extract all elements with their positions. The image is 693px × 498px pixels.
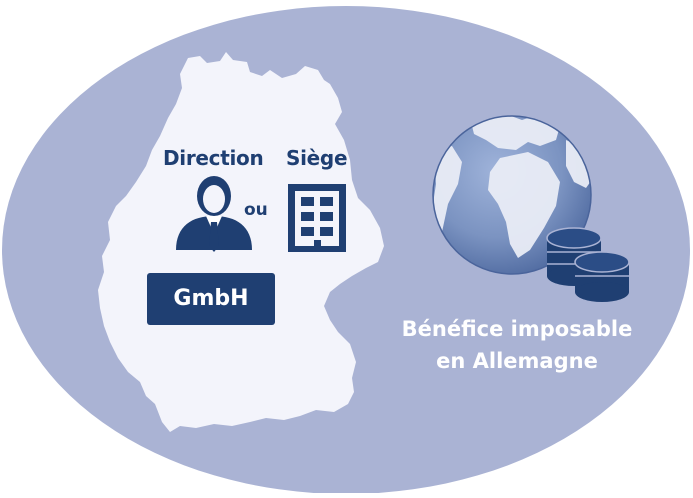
- gmbh-label: GmbH: [173, 286, 249, 311]
- direction-label: Direction: [163, 146, 264, 170]
- taxable-profit-label: Bénéfice imposable en Allemagne: [367, 313, 667, 377]
- ou-label: ou: [244, 200, 268, 220]
- taxable-profit-line-1: Bénéfice imposable: [401, 317, 633, 341]
- gmbh-badge: GmbH: [147, 273, 275, 325]
- siege-label: Siège: [286, 146, 348, 170]
- office-building-icon: [288, 184, 346, 252]
- taxable-profit-line-2: en Allemagne: [436, 349, 598, 373]
- coin-stack-icon: [546, 227, 630, 302]
- globe-icon: [432, 115, 592, 275]
- manager-icon: [176, 176, 252, 252]
